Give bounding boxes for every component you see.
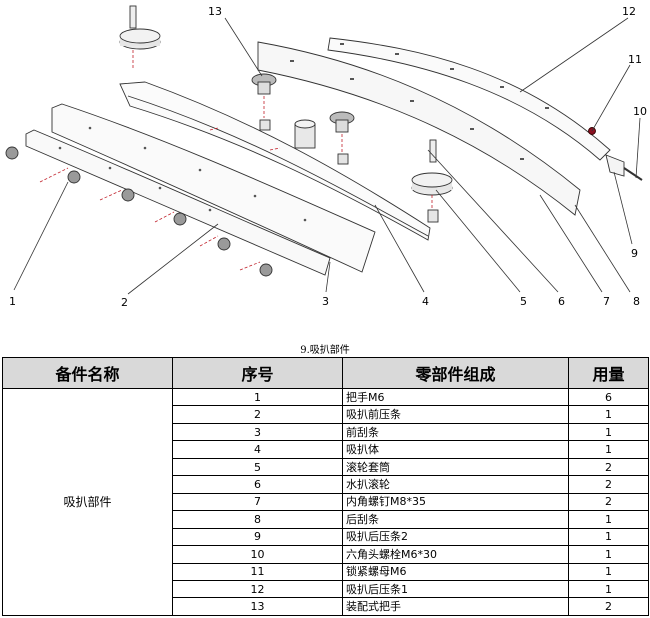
component-cell: 吸扒前压条	[342, 405, 569, 424]
serial-cell: 12	[172, 579, 343, 599]
quantity-cell: 6	[568, 387, 649, 407]
callout-3: 3	[322, 295, 329, 308]
quantity-cell: 1	[568, 510, 649, 529]
component-cell: 吸扒体	[342, 440, 569, 459]
quantity-cell: 1	[568, 405, 649, 424]
part-front-strip	[25, 129, 331, 276]
table-row: 12 吸扒后压条1 1	[3, 579, 649, 599]
callout-1: 1	[9, 295, 16, 308]
table-row: 13 装配式把手 2	[3, 597, 649, 616]
component-cell: 前刮条	[342, 422, 569, 442]
table-row: 5 滚轮套筒 2	[3, 457, 649, 477]
part-bolt	[623, 167, 643, 181]
quantity-cell: 2	[568, 475, 649, 494]
quantity-cell: 2	[568, 492, 649, 512]
serial-cell: 4	[172, 440, 343, 459]
quantity-cell: 2	[568, 457, 649, 477]
serial-cell: 8	[172, 510, 343, 529]
header-components: 零部件组成	[342, 357, 569, 389]
table-row: 11 锁紧螺母M6 1	[3, 562, 649, 581]
serial-cell: 2	[172, 405, 343, 424]
callout-6: 6	[558, 295, 565, 308]
callout-4: 4	[422, 295, 429, 308]
quantity-cell: 1	[568, 545, 649, 564]
callout-11: 11	[628, 53, 642, 66]
component-cell: 把手M6	[342, 387, 569, 407]
callout-5: 5	[520, 295, 527, 308]
part-rear-blade	[257, 41, 581, 216]
callout-8: 8	[633, 295, 640, 308]
serial-cell: 1	[172, 387, 343, 407]
table-row: 9 吸扒后压条2 1	[3, 527, 649, 547]
exploded-view-diagram	[5, 5, 643, 295]
serial-cell: 10	[172, 545, 343, 564]
part-front-blade	[51, 103, 376, 273]
quantity-cell: 1	[568, 562, 649, 581]
table-row: 8 后刮条 1	[3, 510, 649, 529]
serial-cell: 7	[172, 492, 343, 512]
table-row: 6 水扒滚轮 2	[3, 475, 649, 494]
callout-7: 7	[603, 295, 610, 308]
part-rear-strip-1	[327, 37, 611, 161]
component-cell: 吸扒后压条2	[342, 527, 569, 547]
callout-10: 10	[633, 105, 647, 118]
table-row: 10 六角头螺栓M6*30 1	[3, 545, 649, 564]
component-cell: 吸扒后压条1	[342, 579, 569, 599]
quantity-cell: 2	[568, 597, 649, 616]
component-cell: 后刮条	[342, 510, 569, 529]
component-cell: 锁紧螺母M6	[342, 562, 569, 581]
component-cell: 内角螺钉M8*35	[342, 492, 569, 512]
callout-9: 9	[631, 247, 638, 260]
serial-cell: 11	[172, 562, 343, 581]
parts-table: 备件名称 序号 零部件组成 用量 吸扒部件 1 把手M6 6 2 吸扒前压条 1…	[2, 357, 649, 616]
header-serial: 序号	[172, 357, 343, 389]
figure-caption: 9.吸扒部件	[300, 345, 350, 356]
table-header-row: 备件名称 序号 零部件组成 用量	[2, 357, 649, 389]
serial-cell: 13	[172, 597, 343, 616]
quantity-cell: 1	[568, 422, 649, 442]
group-name-cell: 吸扒部件	[2, 388, 173, 616]
component-cell: 滚轮套筒	[342, 457, 569, 477]
header-quantity: 用量	[568, 357, 649, 389]
table-row: 2 吸扒前压条 1	[3, 405, 649, 424]
serial-cell: 6	[172, 475, 343, 494]
callout-12: 12	[622, 5, 636, 18]
part-rear-strip-2-bracket	[605, 154, 625, 177]
quantity-cell: 1	[568, 527, 649, 547]
quantity-cell: 1	[568, 579, 649, 599]
header-part-name: 备件名称	[2, 357, 173, 389]
component-cell: 六角头螺栓M6*30	[342, 545, 569, 564]
serial-cell: 9	[172, 527, 343, 547]
callout-13: 13	[208, 5, 222, 18]
serial-cell: 3	[172, 422, 343, 442]
quantity-cell: 1	[568, 440, 649, 459]
component-cell: 装配式把手	[342, 597, 569, 616]
table-row: 吸扒部件 1 把手M6 6	[2, 387, 649, 616]
callout-2: 2	[121, 296, 128, 309]
table-row: 7 内角螺钉M8*35 2	[3, 492, 649, 512]
table-row: 4 吸扒体 1	[3, 440, 649, 459]
serial-cell: 5	[172, 457, 343, 477]
component-cell: 水扒滚轮	[342, 475, 569, 494]
